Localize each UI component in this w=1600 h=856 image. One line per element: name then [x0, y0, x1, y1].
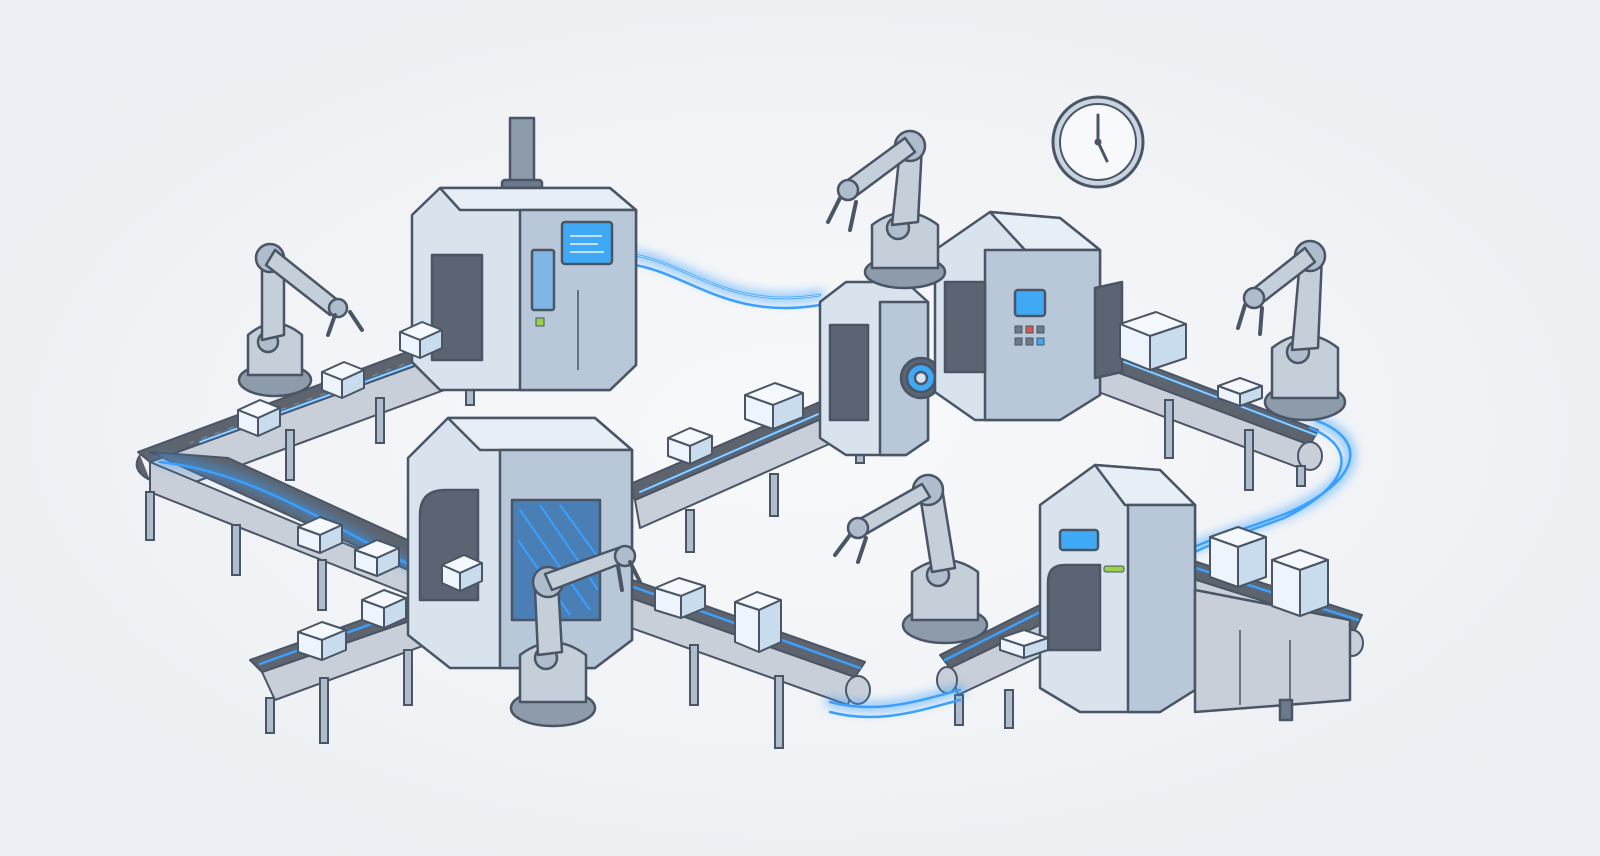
robot-arm-4	[833, 473, 989, 645]
package-box-icon	[297, 621, 347, 661]
processing-machine-1	[410, 116, 638, 392]
packages	[237, 311, 1329, 661]
processing-machine-2	[406, 416, 634, 670]
package-box-icon	[441, 554, 483, 592]
control-screen	[1013, 288, 1047, 318]
glowing-data-streams	[155, 250, 1360, 719]
processing-machine-3	[933, 210, 1124, 422]
package-box-icon	[361, 589, 407, 629]
package-box-icon	[734, 591, 782, 653]
robot-arm-1	[237, 242, 364, 398]
robot-arms	[237, 129, 1347, 728]
package-box-icon	[297, 516, 343, 554]
package-box-icon	[1217, 377, 1263, 407]
exhaust-pipe	[508, 116, 536, 188]
package-box-icon	[354, 539, 400, 577]
package-box-icon	[1271, 549, 1329, 617]
package-box-icon	[399, 321, 443, 359]
package-box-icon	[321, 361, 365, 399]
robot-arm-2	[826, 129, 947, 290]
control-screen	[1058, 528, 1100, 552]
package-box-icon	[1119, 311, 1187, 371]
package-box-icon	[237, 399, 281, 437]
robot-arm-3	[1236, 239, 1347, 422]
robot-arm-5	[509, 544, 642, 728]
gear-machine	[818, 280, 943, 457]
conveyor-legs	[145, 364, 1306, 749]
processing-machine-4	[1038, 463, 1352, 722]
package-box-icon	[1209, 526, 1267, 588]
wall-clock-icon	[1051, 95, 1145, 189]
package-box-icon	[667, 427, 713, 465]
package-box-icon	[999, 629, 1049, 659]
package-box-icon	[744, 382, 804, 430]
package-box-icon	[654, 577, 706, 619]
